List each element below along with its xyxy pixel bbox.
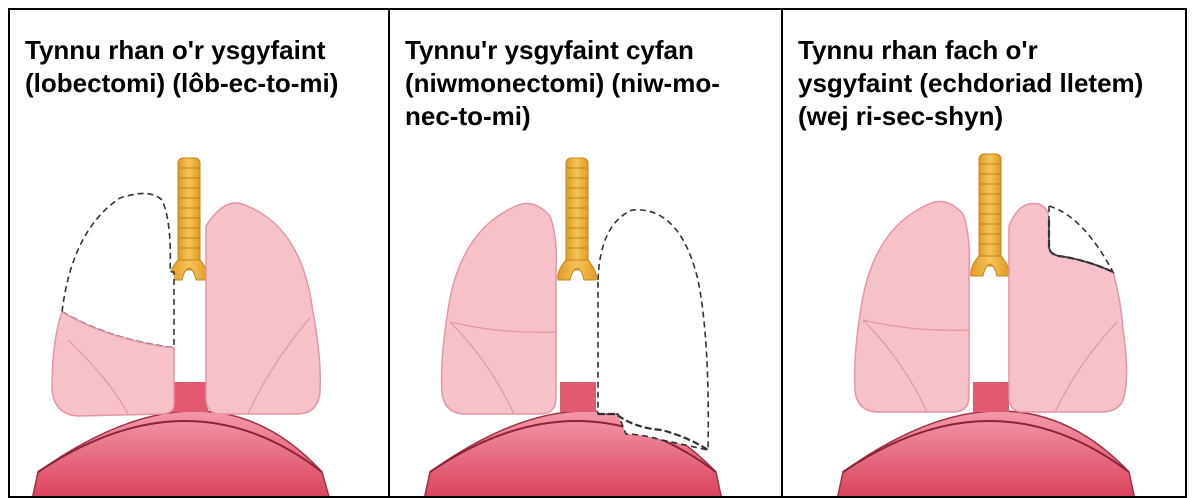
panel-pneumonectomy: Tynnu'r ysgyfaint cyfan (niwmonectomi) (… [390,10,783,496]
panel-wedge-resection: Tynnu rhan fach o'r ysgyfaint (echdoriad… [783,10,1185,496]
trachea [170,158,209,280]
trachea [971,154,1010,276]
procedures-table: Tynnu rhan o'r ysgyfaint (lobectomi) (lô… [8,8,1187,498]
mediastinum-base [560,382,596,412]
mediastinum-base [172,382,208,412]
left-lung [855,202,970,412]
right-lung [206,203,320,414]
left-lung [442,204,557,414]
trachea [558,158,597,280]
lobectomy-illustration [10,10,390,496]
pneumonectomy-illustration [390,10,783,496]
mediastinum-base [973,382,1009,412]
wedge-resection-illustration [783,10,1185,496]
diaphragm [32,411,330,496]
diaphragm [837,411,1135,496]
panel-lobectomy: Tynnu rhan o'r ysgyfaint (lobectomi) (lô… [10,10,390,496]
